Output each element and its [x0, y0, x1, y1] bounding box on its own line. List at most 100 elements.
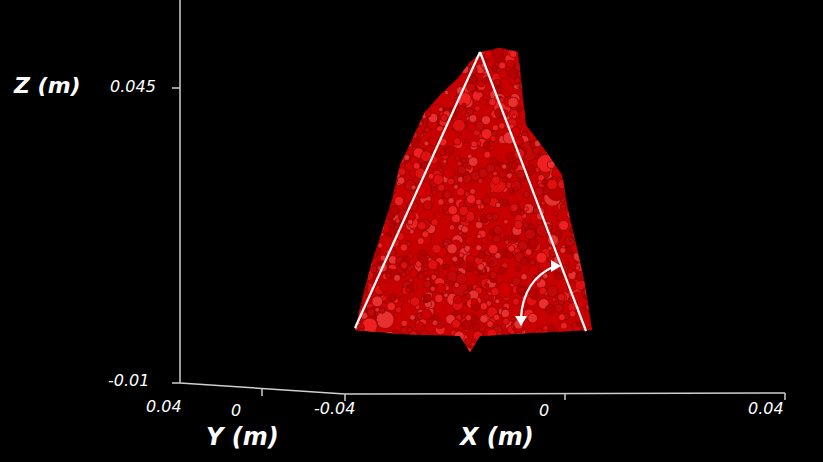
grain — [353, 148, 357, 152]
grain — [425, 82, 433, 90]
grain — [510, 169, 515, 174]
grain — [386, 341, 396, 351]
grain — [368, 217, 375, 224]
grain — [461, 65, 469, 73]
grain — [567, 268, 572, 273]
grain — [486, 164, 495, 173]
grain — [582, 160, 588, 166]
grain — [349, 331, 355, 337]
grain — [390, 68, 397, 75]
grain — [529, 106, 536, 113]
grain — [566, 47, 570, 51]
grain — [361, 241, 370, 250]
grain — [573, 78, 583, 88]
grain — [407, 54, 412, 59]
grain — [521, 335, 530, 344]
grain — [568, 130, 577, 139]
grain — [499, 62, 506, 69]
grain — [361, 169, 366, 174]
grain — [450, 58, 457, 65]
grain — [573, 124, 583, 134]
grain — [517, 286, 525, 294]
grain — [393, 86, 402, 95]
grain — [430, 350, 439, 359]
grain — [396, 144, 403, 151]
grain — [534, 80, 543, 89]
grain — [392, 158, 401, 167]
grain — [576, 205, 587, 216]
grain — [490, 261, 494, 265]
grain — [352, 174, 358, 180]
grain — [373, 48, 383, 58]
grain — [555, 122, 559, 126]
grain — [562, 98, 570, 106]
grain — [573, 65, 581, 73]
grain — [453, 119, 466, 132]
grain — [452, 256, 458, 262]
grain — [560, 248, 566, 254]
grain — [575, 118, 586, 129]
grain — [588, 179, 596, 187]
grain — [499, 70, 508, 79]
grain — [575, 181, 584, 190]
grain — [422, 49, 429, 56]
grain — [396, 121, 405, 130]
grain — [428, 260, 438, 270]
grain — [379, 220, 384, 225]
grain — [440, 159, 448, 167]
grain — [459, 47, 466, 54]
grain — [552, 298, 556, 302]
grain — [444, 146, 454, 156]
grain — [357, 212, 363, 218]
arrowhead — [515, 316, 527, 326]
grain — [415, 51, 424, 60]
grain — [407, 52, 415, 60]
grain — [403, 87, 413, 97]
grain — [459, 253, 464, 258]
grain — [470, 188, 476, 194]
grain — [367, 104, 386, 123]
grain — [476, 245, 482, 251]
grain — [579, 66, 584, 71]
grain — [407, 327, 413, 333]
grain — [383, 67, 391, 75]
grain — [556, 50, 566, 60]
grain — [357, 144, 367, 154]
grain — [477, 234, 482, 239]
grain — [423, 201, 432, 210]
grain — [438, 199, 445, 206]
grain — [432, 346, 440, 354]
grain — [408, 47, 412, 51]
grain — [501, 309, 509, 317]
grain — [361, 176, 371, 186]
grain — [388, 91, 393, 96]
grain — [558, 95, 564, 101]
grain — [416, 85, 425, 94]
grain — [565, 47, 570, 52]
grain — [571, 151, 576, 156]
grain — [441, 115, 448, 122]
z-axis — [179, 0, 181, 383]
grain — [580, 104, 588, 112]
grain — [368, 336, 379, 347]
grain — [348, 204, 353, 209]
grain — [581, 76, 589, 84]
grain — [350, 113, 358, 121]
grain — [445, 345, 451, 351]
grain — [349, 276, 355, 282]
grain — [481, 349, 485, 353]
grain — [457, 343, 467, 353]
grain — [352, 261, 357, 266]
grain — [525, 336, 533, 344]
grain — [447, 271, 458, 282]
grain — [469, 114, 477, 122]
grain — [494, 79, 501, 86]
grain — [373, 231, 382, 240]
grain — [468, 124, 476, 132]
grain — [350, 113, 355, 118]
grain — [476, 277, 481, 282]
grain — [418, 274, 424, 280]
grain — [550, 347, 559, 356]
grain — [365, 116, 370, 121]
